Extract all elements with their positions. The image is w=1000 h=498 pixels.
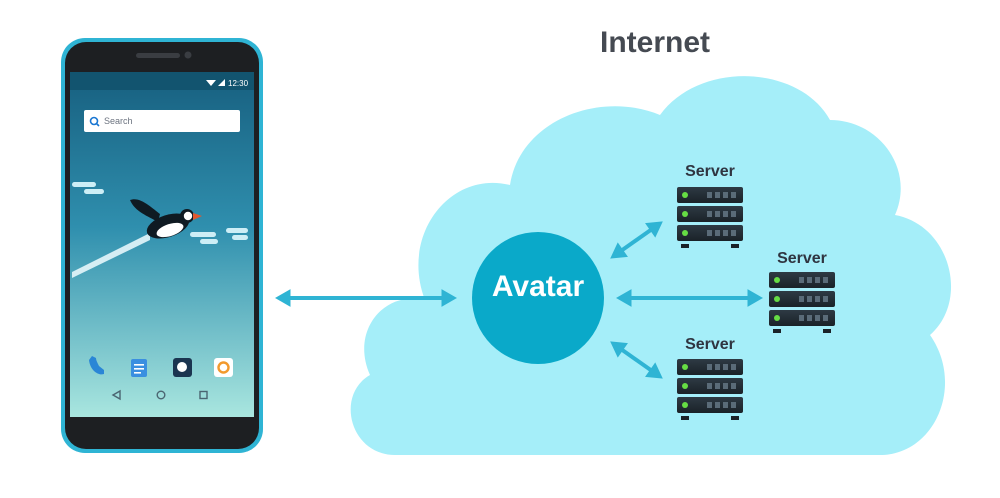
back-icon <box>111 389 121 401</box>
avatar-hub <box>472 232 604 364</box>
server-label-2: Server <box>777 250 827 267</box>
server-rack-1 <box>677 187 743 248</box>
server-label-3: Server <box>685 336 735 353</box>
avatar-hub-label: Avatar <box>491 270 585 303</box>
recents-icon <box>199 390 208 400</box>
server-rack-2 <box>769 272 835 333</box>
phone-icon <box>89 356 104 375</box>
home-icon <box>156 390 166 400</box>
servers <box>677 187 835 420</box>
server-rack-3 <box>677 359 743 420</box>
server-label-1: Server <box>685 163 735 180</box>
hub-server2-arrow <box>615 289 764 307</box>
puffin-bird-icon <box>130 199 202 239</box>
wallpaper-clouds <box>72 182 248 244</box>
smartphone <box>61 38 263 453</box>
wifi-icon <box>206 80 216 86</box>
nav-bar <box>111 389 208 401</box>
status-time: 12:30 <box>228 79 249 88</box>
hub-server1-arrow <box>610 221 663 259</box>
diagram-title: Internet <box>599 26 710 59</box>
hub-server3-arrow <box>610 341 663 379</box>
signal-icon <box>218 79 225 86</box>
search-bar <box>84 110 240 132</box>
internet-cloud <box>350 76 952 455</box>
dock <box>89 356 233 377</box>
search-placeholder: Search <box>104 116 133 126</box>
connection-arrows <box>274 221 764 379</box>
speaker-grille <box>136 53 180 58</box>
contrail <box>72 233 150 278</box>
phone-hub-arrow <box>274 289 458 307</box>
front-camera <box>184 51 192 59</box>
search-icon <box>89 116 99 126</box>
camera-icon <box>214 358 233 377</box>
